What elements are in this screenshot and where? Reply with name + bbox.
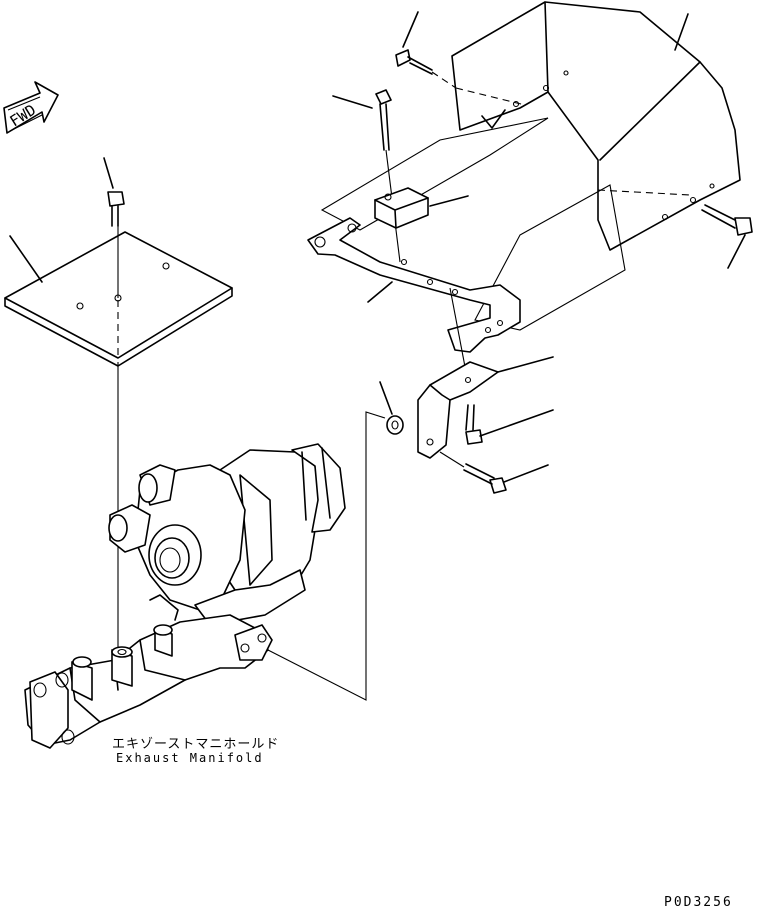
bolt-top [395,11,457,89]
long-bolt [332,89,401,263]
drawing-code: P0D3256 [664,895,733,910]
bolt-plate [103,157,125,650]
angle-bracket [417,356,554,459]
exhaust-manifold [24,594,273,749]
washer [379,381,404,435]
bolt-right [701,204,753,269]
connection-leader [267,411,386,701]
turbocharger [108,443,346,626]
bolt-angle-horizontal [439,451,549,494]
caption-japanese: エキゾーストマニホールド [112,737,280,752]
caption-english: Exhaust Manifold [116,751,264,765]
heat-shield-cover [451,1,741,251]
support-bracket [307,217,521,373]
bolt-angle-vertical [465,404,554,445]
spacer-block [374,187,469,229]
forward-arrow-icon: FWD [3,81,59,134]
